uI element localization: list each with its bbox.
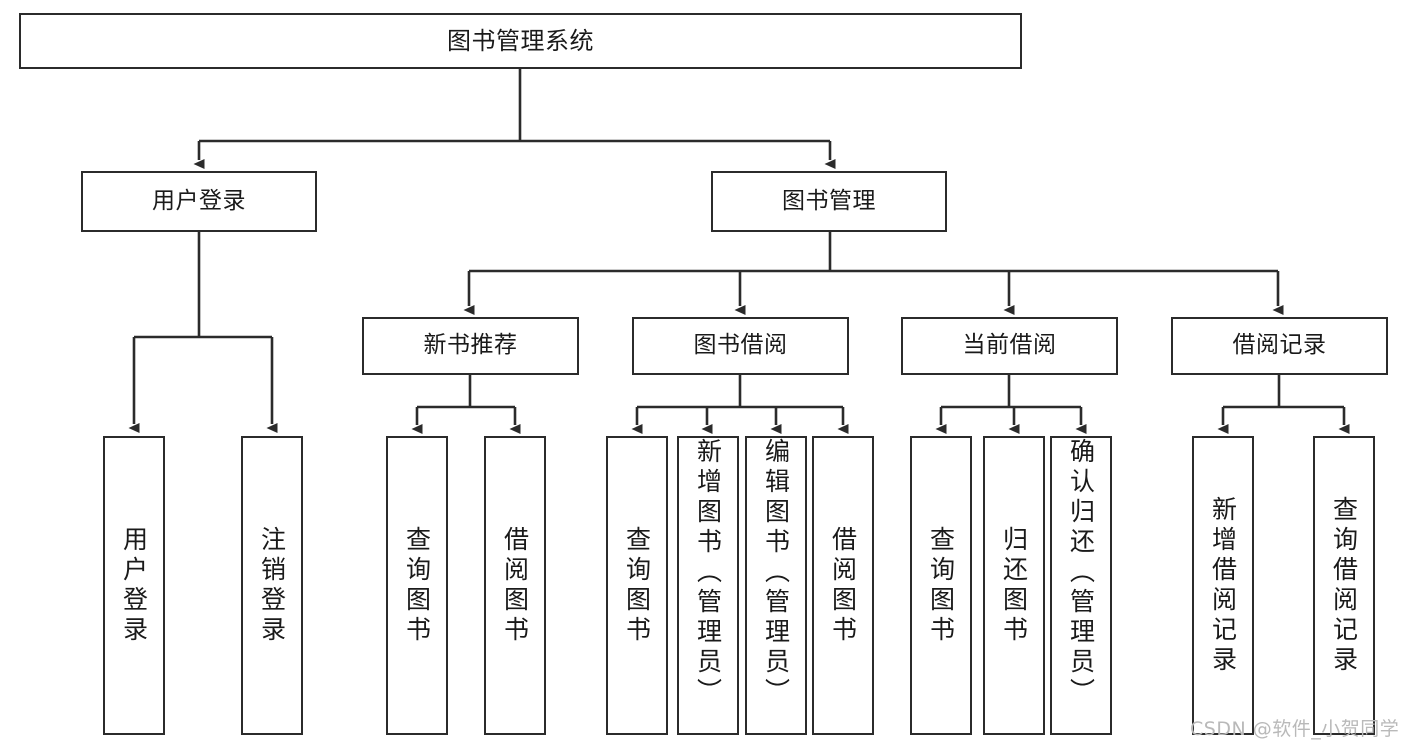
node-book-borrow-label: 图书借阅: [693, 332, 788, 359]
node-leaf-query-book-1-label: 查询图书: [402, 525, 432, 646]
node-leaf-query-book-1[interactable]: 查询图书: [386, 436, 448, 735]
node-leaf-borrow-book-2-label: 借阅图书: [828, 525, 858, 646]
node-leaf-user-login-label: 用户登录: [119, 525, 149, 646]
node-current-borrow-label: 当前借阅: [962, 332, 1057, 359]
node-root-label: 图书管理系统: [447, 26, 594, 55]
node-leaf-edit-book[interactable]: 编辑图书（管理员）: [745, 436, 807, 735]
node-leaf-confirm-return-label: 确认归还（管理员）: [1066, 438, 1096, 708]
node-leaf-confirm-return[interactable]: 确认归还（管理员）: [1050, 436, 1112, 735]
node-leaf-query-book-3[interactable]: 查询图书: [910, 436, 972, 735]
node-leaf-user-login[interactable]: 用户登录: [103, 436, 165, 735]
node-book-manage[interactable]: 图书管理: [711, 171, 947, 232]
node-leaf-borrow-book-2[interactable]: 借阅图书: [812, 436, 874, 735]
node-leaf-query-record[interactable]: 查询借阅记录: [1313, 436, 1375, 735]
node-leaf-add-record-label: 新增借阅记录: [1208, 495, 1238, 676]
node-borrow-record[interactable]: 借阅记录: [1171, 317, 1388, 375]
node-leaf-add-book-label: 新增图书（管理员）: [693, 438, 723, 708]
node-leaf-return-book[interactable]: 归还图书: [983, 436, 1045, 735]
node-user-login[interactable]: 用户登录: [81, 171, 317, 232]
watermark: CSDN @软件_小贺同学: [1190, 718, 1400, 740]
node-leaf-return-book-label: 归还图书: [999, 525, 1029, 646]
node-leaf-add-record[interactable]: 新增借阅记录: [1192, 436, 1254, 735]
node-current-borrow[interactable]: 当前借阅: [901, 317, 1118, 375]
node-leaf-borrow-book-1[interactable]: 借阅图书: [484, 436, 546, 735]
node-borrow-record-label: 借阅记录: [1232, 332, 1327, 359]
node-user-login-label: 用户登录: [152, 187, 246, 214]
node-leaf-query-book-3-label: 查询图书: [926, 525, 956, 646]
node-leaf-query-book-2-label: 查询图书: [622, 525, 652, 646]
node-leaf-logout[interactable]: 注销登录: [241, 436, 303, 735]
node-leaf-edit-book-label: 编辑图书（管理员）: [761, 438, 791, 708]
node-leaf-query-book-2[interactable]: 查询图书: [606, 436, 668, 735]
node-leaf-add-book[interactable]: 新增图书（管理员）: [677, 436, 739, 735]
node-leaf-logout-label: 注销登录: [257, 525, 287, 646]
node-book-borrow[interactable]: 图书借阅: [632, 317, 849, 375]
node-root[interactable]: 图书管理系统: [19, 13, 1022, 69]
node-leaf-borrow-book-1-label: 借阅图书: [500, 525, 530, 646]
node-book-manage-label: 图书管理: [782, 187, 876, 214]
node-new-book-recommend-label: 新书推荐: [423, 332, 518, 359]
node-leaf-query-record-label: 查询借阅记录: [1329, 495, 1359, 676]
node-new-book-recommend[interactable]: 新书推荐: [362, 317, 579, 375]
